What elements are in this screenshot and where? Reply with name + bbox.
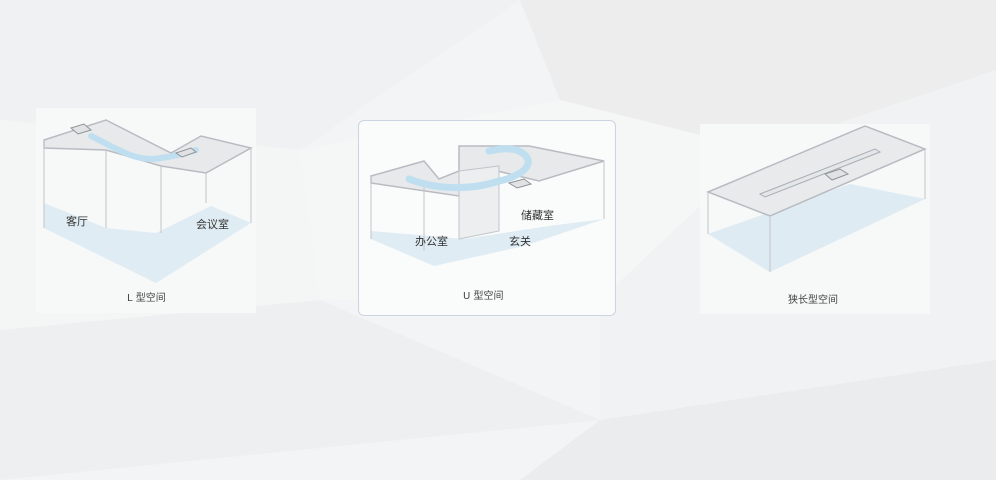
room-label-meeting: 会议室 <box>196 218 229 231</box>
room-label-storage: 储藏室 <box>521 209 554 222</box>
l-shape-panel: 客厅 会议室 L 型空间 <box>36 108 256 313</box>
panel-caption: 狭长型空间 <box>788 295 838 306</box>
u-shape-diagram <box>370 145 605 266</box>
indoor-unit-shape <box>69 123 93 135</box>
room-label-office: 办公室 <box>415 235 448 248</box>
panel-caption: L 型空间 <box>127 293 166 304</box>
room-label-living: 客厅 <box>66 215 88 228</box>
indoor-unit-shape <box>824 168 850 181</box>
narrow-shape-panel: 狭长型空间 <box>700 124 930 314</box>
air-duct-shape <box>758 148 882 198</box>
panel-caption: U 型空间 <box>463 291 504 302</box>
room-label-entrance: 玄关 <box>509 235 531 248</box>
air-duct-shape <box>405 145 532 191</box>
indoor-unit-shape <box>507 178 533 189</box>
u-shape-panel: 储藏室 办公室 玄关 U 型空间 <box>358 120 616 316</box>
l-shape-diagram <box>43 119 254 283</box>
narrow-shape-diagram <box>705 125 927 272</box>
